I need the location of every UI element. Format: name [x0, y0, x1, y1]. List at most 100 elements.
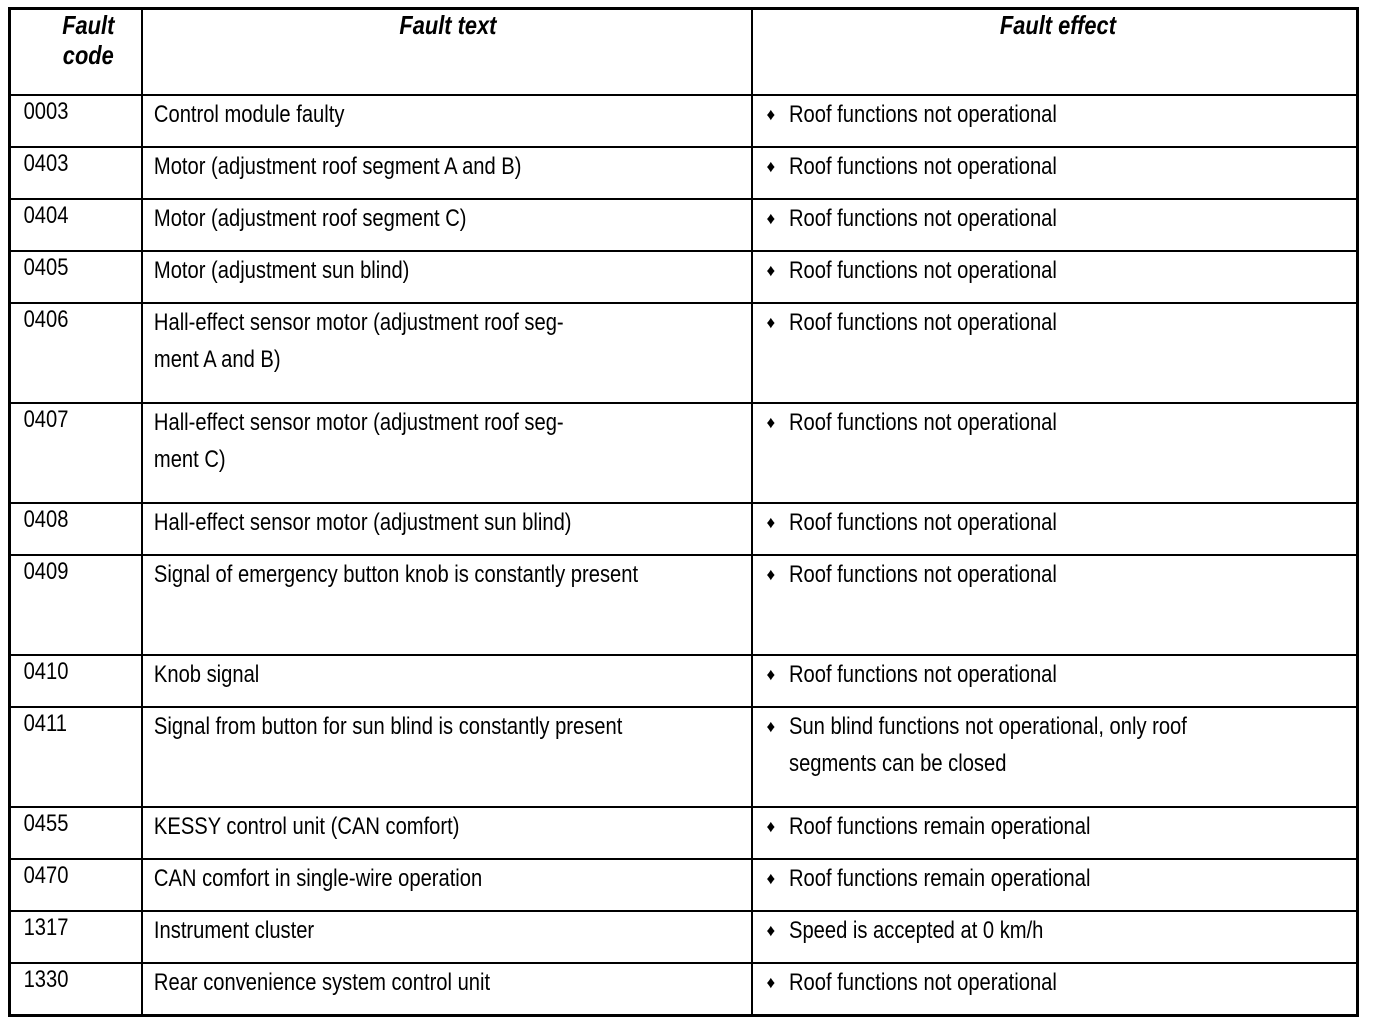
- diamond-bullet-icon: ♦: [766, 157, 776, 176]
- fault-code-value: 1317: [23, 914, 69, 941]
- diamond-bullet-icon: ♦: [766, 413, 776, 432]
- fault-effect-value: Sun blind functions not operational, onl…: [788, 713, 1187, 777]
- table-row: 0455 KESSY control unit (CAN comfort) ♦Roo…: [8, 806, 1359, 860]
- cell-fault-code: 0470: [8, 858, 143, 912]
- fault-effect-item: ♦Roof functions remain operational: [753, 808, 1357, 845]
- fault-effect-item: ♦ Roof functions not operational: [753, 404, 1357, 441]
- fault-code-value: 0410: [23, 658, 69, 685]
- cell-fault-code: 0407: [8, 402, 143, 504]
- table-row: 1330 Rear convenience system control unit…: [8, 962, 1359, 1017]
- fault-effect-value: Speed is accepted at 0 km/h: [788, 917, 1043, 944]
- diamond-bullet-icon: ♦: [766, 717, 776, 736]
- cell-fault-text: Motor (adjustment roof segment C): [140, 198, 753, 252]
- cell-fault-text: KESSY control unit (CAN comfort): [140, 806, 753, 860]
- column-header-fault-text-label: Fault text: [398, 10, 496, 40]
- cell-fault-effect: ♦ Roof functions not operational: [750, 198, 1359, 252]
- fault-code-value: 0406: [23, 306, 69, 333]
- cell-fault-effect: ♦ Roof functions not operational: [750, 402, 1359, 504]
- cell-fault-text: Hall-effect sensor motor (adjustment roo…: [140, 302, 753, 404]
- cell-fault-effect: ♦Roof functions not operational: [750, 302, 1359, 404]
- cell-fault-code: 0410: [8, 654, 143, 708]
- cell-fault-effect: ♦Roof functions not operational: [750, 654, 1359, 708]
- fault-effect-item: ♦ Sun blind functions not operational, on…: [753, 708, 1357, 782]
- cell-fault-code: 0406: [8, 302, 143, 404]
- cell-fault-effect: ♦ Roof functions remain operational: [750, 858, 1359, 912]
- table-row: 0409 Signal of emergency button knob is c…: [8, 554, 1359, 656]
- fault-effect-item: ♦Roof functions not operational: [753, 96, 1357, 133]
- cell-fault-text: Hall-effect sensor motor (adjustment sun…: [140, 502, 753, 556]
- fault-code-value: 0407: [23, 406, 69, 433]
- cell-fault-code: 0455: [8, 806, 143, 860]
- fault-effect-item: ♦Roof functions not operational: [753, 148, 1357, 185]
- cell-fault-text: Instrument cluster: [140, 910, 753, 964]
- fault-effect-value: Roof functions remain operational: [788, 813, 1090, 840]
- fault-text-value: KESSY control unit (CAN comfort): [153, 813, 459, 840]
- cell-fault-code: 0404: [8, 198, 143, 252]
- diamond-bullet-icon: ♦: [766, 261, 776, 280]
- cell-fault-effect: ♦Roof functions not operational: [750, 962, 1359, 1017]
- cell-fault-code: 1330: [8, 962, 143, 1017]
- diamond-bullet-icon: ♦: [766, 105, 776, 124]
- fault-code-value: 0408: [23, 506, 69, 533]
- fault-effect-item: ♦ Roof functions remain operational: [753, 860, 1357, 897]
- cell-fault-text: Rear convenience system control unit: [140, 962, 753, 1017]
- fault-text-value: Instrument cluster: [153, 917, 314, 944]
- cell-fault-text: Motor (adjustment sun blind): [140, 250, 753, 304]
- fault-effect-item: ♦ Roof functions not operational: [753, 200, 1357, 237]
- fault-text-value: CAN comfort in single-wire operation: [153, 865, 482, 892]
- cell-fault-text: CAN comfort in single-wire operation: [140, 858, 753, 912]
- cell-fault-effect: ♦ Sun blind functions not operational, on…: [750, 706, 1359, 808]
- diamond-bullet-icon: ♦: [766, 209, 776, 228]
- cell-fault-effect: ♦Roof functions remain operational: [750, 806, 1359, 860]
- fault-effect-value: Roof functions remain operational: [788, 865, 1090, 892]
- fault-effect-item: ♦Roof functions not operational: [753, 304, 1357, 341]
- fault-effect-value: Roof functions not operational: [788, 205, 1057, 232]
- cell-fault-code: 0405: [8, 250, 143, 304]
- cell-fault-text: Motor (adjustment roof segment A and B): [140, 146, 753, 200]
- fault-effect-item: ♦ Roof functions not operational: [753, 252, 1357, 289]
- cell-fault-code: 0411: [8, 706, 143, 808]
- table-row: 0470 CAN comfort in single-wire operation…: [8, 858, 1359, 912]
- cell-fault-code: 1317: [8, 910, 143, 964]
- fault-effect-value: Roof functions not operational: [788, 561, 1057, 588]
- fault-effect-value: Roof functions not operational: [788, 969, 1057, 996]
- fault-effect-value: Roof functions not operational: [788, 257, 1057, 284]
- table-row: 0404 Motor (adjustment roof segment C) ♦ Ro…: [8, 198, 1359, 252]
- column-header-fault-effect-label: Fault effect: [999, 10, 1116, 40]
- cell-fault-code: 0408: [8, 502, 143, 556]
- fault-text-value: Hall-effect sensor motor (adjustment roo…: [153, 409, 564, 473]
- fault-effect-item: ♦Roof functions not operational: [753, 964, 1357, 1001]
- fault-effect-value: Roof functions not operational: [788, 309, 1057, 336]
- fault-code-value: 0409: [23, 558, 69, 585]
- fault-effect-item: ♦ Roof functions not operational: [753, 556, 1357, 593]
- fault-text-value: Knob signal: [153, 661, 259, 688]
- fault-text-value: Hall-effect sensor motor (adjustment sun…: [153, 509, 571, 536]
- fault-effect-item: ♦Roof functions not operational: [753, 504, 1357, 541]
- fault-code-value: 0470: [23, 862, 69, 889]
- fault-text-value: Signal of emergency button knob is const…: [153, 561, 638, 588]
- fault-effect-item: ♦Roof functions not operational: [753, 656, 1357, 693]
- fault-effect-value: Roof functions not operational: [788, 409, 1057, 436]
- cell-fault-code: 0403: [8, 146, 143, 200]
- fault-effect-value: Roof functions not operational: [788, 661, 1057, 688]
- table-row: 0408 Hall-effect sensor motor (adjustment…: [8, 502, 1359, 556]
- column-header-fault-text: Fault text: [140, 7, 753, 96]
- fault-text-value: Control module faulty: [153, 101, 344, 128]
- fault-code-value: 0404: [23, 202, 69, 229]
- fault-code-value: 1330: [23, 966, 69, 993]
- cell-fault-effect: ♦Roof functions not operational: [750, 502, 1359, 556]
- fault-text-value: Hall-effect sensor motor (adjustment roo…: [153, 309, 564, 373]
- cell-fault-effect: ♦ Roof functions not operational: [750, 250, 1359, 304]
- cell-fault-text: Signal from button for sun blind is cons…: [140, 706, 753, 808]
- fault-code-value: 0403: [23, 150, 69, 177]
- cell-fault-text: Control module faulty: [140, 94, 753, 148]
- diamond-bullet-icon: ♦: [766, 869, 776, 888]
- diamond-bullet-icon: ♦: [766, 565, 776, 584]
